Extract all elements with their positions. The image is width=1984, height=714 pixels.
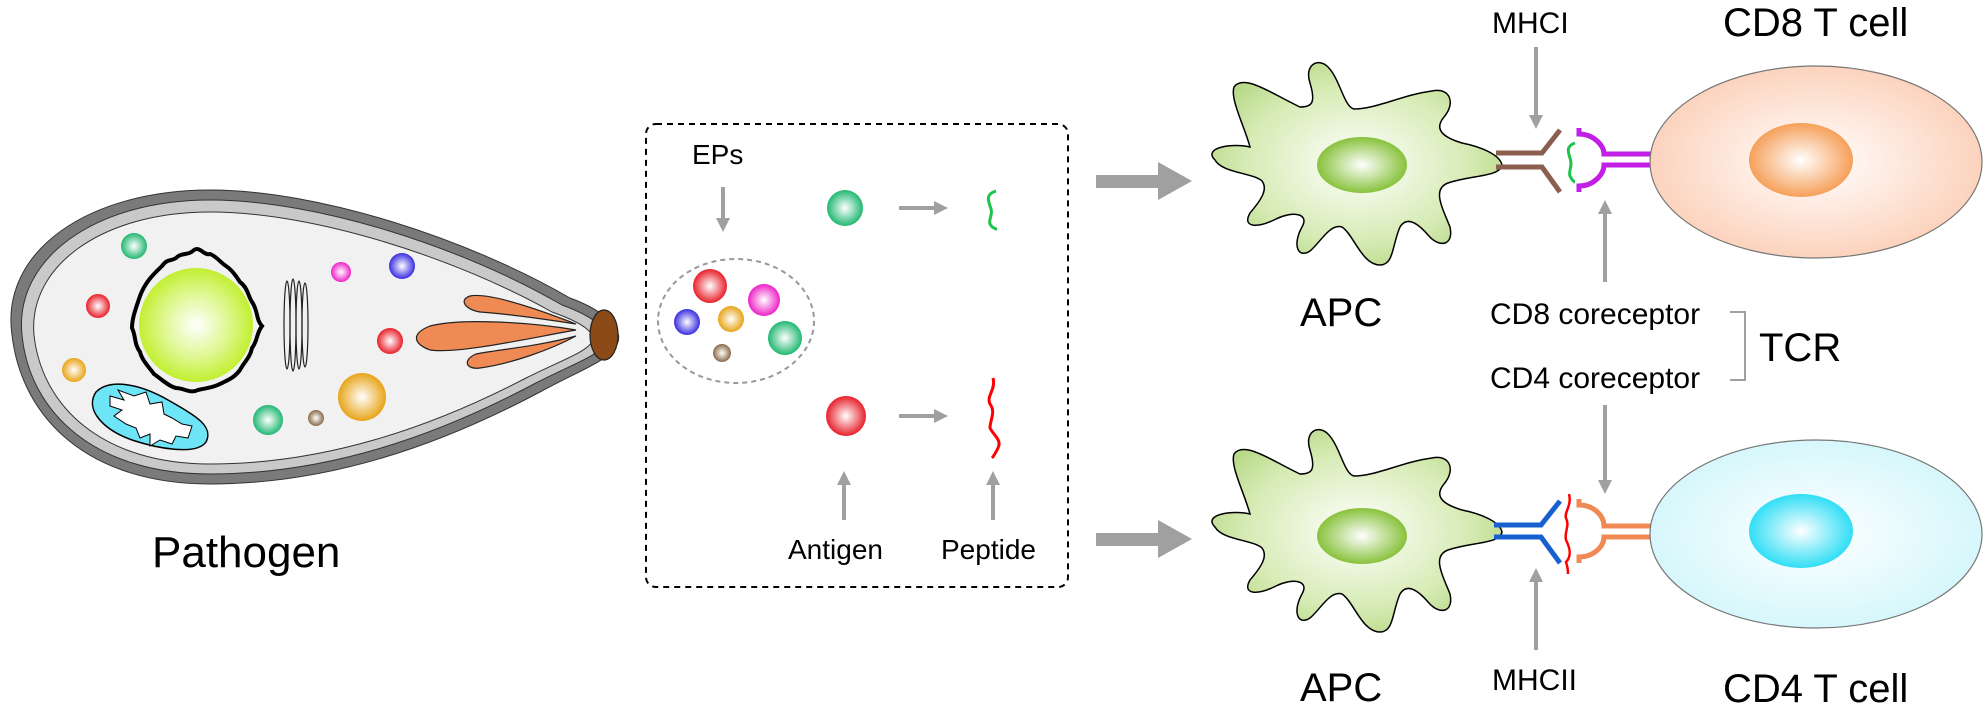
vesicle-magenta bbox=[331, 262, 351, 282]
cd8-t-cell-label: CD8 T cell bbox=[1723, 1, 1908, 45]
vesicle-blue bbox=[389, 253, 415, 279]
ep-sphere-red bbox=[693, 269, 727, 303]
cd4-t-cell-nucleus bbox=[1749, 494, 1853, 568]
cd8-coreceptor-label: CD8 coreceptor bbox=[1490, 298, 1700, 331]
nuclear-envelope bbox=[129, 247, 265, 394]
processing-arrow-head bbox=[934, 409, 948, 423]
bottom-interaction: APC MHCII CD4 T cell bbox=[1211, 405, 1983, 711]
processing-arrow-head bbox=[934, 201, 948, 215]
apc-nucleus bbox=[1317, 137, 1407, 193]
ep-sphere-magenta bbox=[748, 284, 780, 316]
eps-label: EPs bbox=[692, 139, 743, 170]
mhc-class-i bbox=[1496, 128, 1563, 194]
peptide-green bbox=[986, 189, 998, 231]
vesicle-green bbox=[121, 233, 147, 259]
cd8-coreceptor-arrow-head bbox=[1598, 200, 1612, 214]
pathogen-label: Pathogen bbox=[152, 528, 340, 577]
vesicle-red bbox=[377, 328, 403, 354]
apc-label-bottom: APC bbox=[1300, 666, 1382, 710]
ep-sphere-blue bbox=[674, 309, 700, 335]
antigen-arrow-head bbox=[837, 471, 851, 485]
tcr-bracket bbox=[1730, 311, 1746, 381]
flow-arrow-top bbox=[1096, 162, 1192, 200]
processing-box-border bbox=[645, 123, 1069, 588]
cd8-t-cell-nucleus bbox=[1749, 123, 1853, 197]
antigen-label: Antigen bbox=[788, 534, 883, 565]
tcr-cd8 bbox=[1576, 128, 1652, 192]
pathogen-nucleus bbox=[139, 268, 253, 382]
apc-nucleus bbox=[1317, 508, 1407, 564]
vesicle-orange bbox=[338, 373, 386, 421]
apc-label-top: APC bbox=[1300, 291, 1382, 335]
pathogen bbox=[10, 189, 620, 485]
peptide-green-bound bbox=[1566, 141, 1576, 184]
mhcii-arrow-head bbox=[1529, 568, 1543, 582]
antigen-green bbox=[827, 190, 863, 226]
cd4-coreceptor-label: CD4 coreceptor bbox=[1490, 362, 1700, 395]
cd4-coreceptor-arrow-head bbox=[1598, 480, 1612, 494]
tcr-cd4 bbox=[1576, 499, 1652, 563]
peptide-red bbox=[987, 377, 1001, 460]
ep-sphere-orange bbox=[718, 306, 744, 332]
ep-cluster-outline bbox=[657, 258, 815, 384]
mhc-class-ii bbox=[1494, 499, 1563, 565]
flow-arrow-bottom bbox=[1096, 520, 1192, 558]
vesicle-brown bbox=[308, 410, 324, 426]
ep-sphere-green bbox=[768, 321, 802, 355]
mhci-label: MHCI bbox=[1492, 7, 1569, 40]
golgi-apparatus bbox=[283, 278, 309, 372]
tcr-label-group: CD8 coreceptor CD4 coreceptor TCR bbox=[1490, 298, 1841, 395]
peptide-arrow-head bbox=[986, 471, 1000, 485]
mitochondrion bbox=[91, 383, 209, 451]
vesicle-orange bbox=[62, 358, 86, 382]
vesicle-green bbox=[253, 405, 283, 435]
antigen-red bbox=[826, 396, 866, 436]
mhci-arrow-head bbox=[1529, 115, 1543, 129]
ep-sphere-brown bbox=[713, 344, 731, 362]
cd4-t-cell-label: CD4 T cell bbox=[1723, 667, 1908, 711]
flagellar-lobes bbox=[415, 294, 577, 369]
basal-body bbox=[589, 309, 619, 361]
top-interaction: APC MHCI CD8 T cell bbox=[1211, 1, 1983, 335]
tcr-label: TCR bbox=[1759, 326, 1841, 370]
peptide-red-bound bbox=[1564, 493, 1571, 575]
mhcii-label: MHCII bbox=[1492, 664, 1577, 697]
vesicle-red bbox=[86, 294, 110, 318]
eps-arrow-head bbox=[716, 218, 730, 232]
epitope-processing-box: EPs Antigen Peptide bbox=[645, 123, 1069, 588]
peptide-label: Peptide bbox=[941, 534, 1036, 565]
